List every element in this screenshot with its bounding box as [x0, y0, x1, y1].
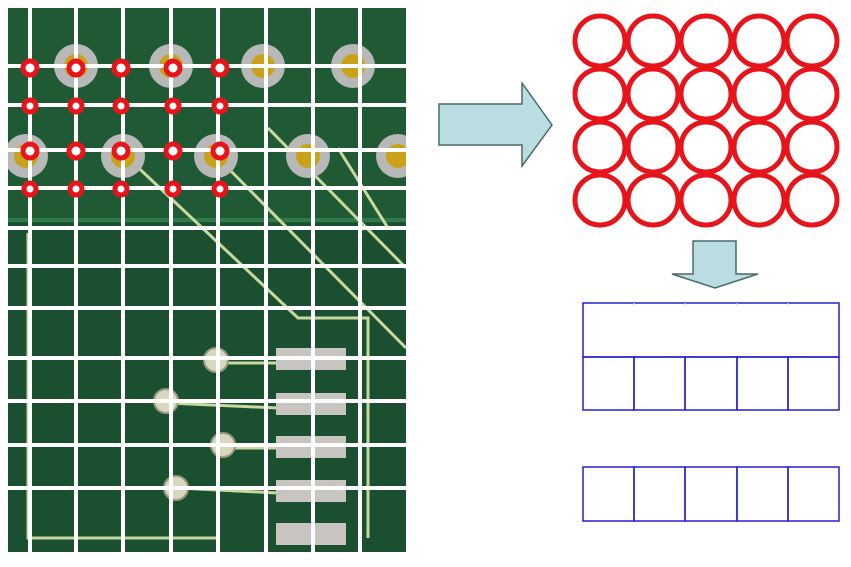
result-table-top: [582, 302, 840, 411]
result-table-bottom: [582, 466, 840, 522]
probe-point: [112, 180, 130, 198]
array-circle: [784, 66, 840, 122]
array-circle: [678, 172, 734, 228]
array-circle: [678, 119, 734, 175]
probe-point: [163, 141, 183, 161]
array-circle: [572, 172, 628, 228]
probe-point: [211, 97, 229, 115]
array-circle: [572, 13, 628, 69]
array-circle: [625, 13, 681, 69]
array-circle: [731, 172, 787, 228]
pcb-photo: [8, 8, 406, 552]
probe-point: [20, 58, 40, 78]
right-arrow: [438, 82, 553, 168]
array-circle: [731, 119, 787, 175]
probe-point: [20, 141, 40, 161]
array-circle: [572, 119, 628, 175]
probe-point: [66, 58, 86, 78]
array-circle: [625, 172, 681, 228]
board-dark-region: [8, 223, 406, 552]
table-bottom-cells: [582, 466, 840, 522]
array-circle: [678, 13, 734, 69]
array-circle: [784, 13, 840, 69]
probe-point: [67, 180, 85, 198]
probe-point: [164, 180, 182, 198]
array-circle: [625, 66, 681, 122]
probe-point: [211, 180, 229, 198]
table-top-cells: [582, 356, 840, 411]
circle-array: [572, 13, 840, 228]
array-circle: [678, 66, 734, 122]
array-circle: [625, 119, 681, 175]
probe-point: [66, 141, 86, 161]
probe-point: [210, 58, 230, 78]
probe-point: [111, 58, 131, 78]
probe-points: [20, 58, 230, 198]
probe-point: [67, 97, 85, 115]
probe-point: [210, 141, 230, 161]
table-top-faint-dividers: [633, 303, 789, 306]
table-top-merged-row: [582, 302, 840, 358]
down-arrow: [671, 240, 759, 289]
array-circle: [784, 172, 840, 228]
array-circle: [731, 13, 787, 69]
probe-point: [21, 180, 39, 198]
array-circle: [784, 119, 840, 175]
probe-point: [164, 97, 182, 115]
probe-point: [163, 58, 183, 78]
probe-point: [21, 97, 39, 115]
array-circle: [572, 66, 628, 122]
probe-point: [112, 97, 130, 115]
probe-point: [111, 141, 131, 161]
array-circle: [731, 66, 787, 122]
